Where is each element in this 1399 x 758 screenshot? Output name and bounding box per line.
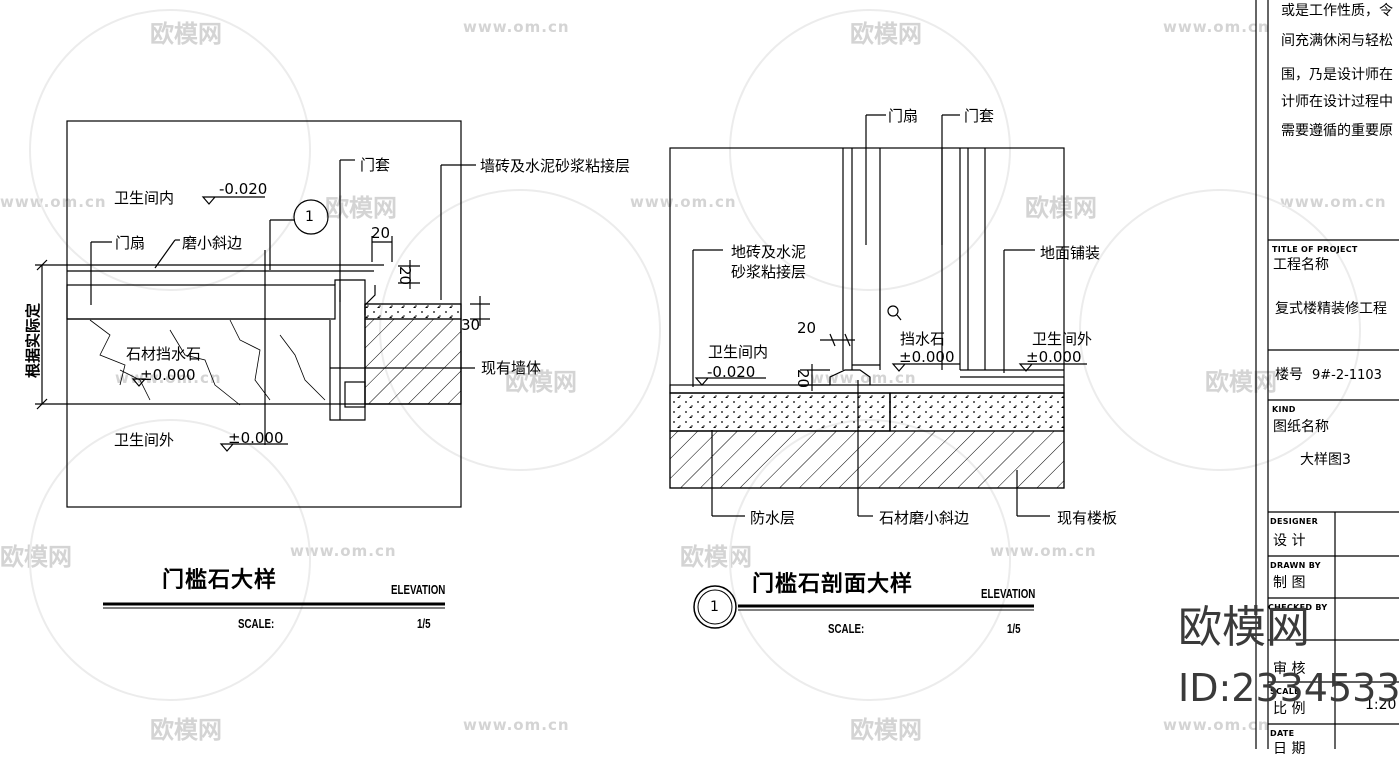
label-bath-outside: 卫生间外 [1032, 330, 1093, 348]
watermark-url: www.om.cn [0, 193, 107, 211]
kind-cn: 图纸名称 [1273, 419, 1329, 435]
label-floor-tile-line2: 砂浆粘接层 [731, 263, 807, 281]
drawn-en: DRAWN BY [1270, 561, 1321, 570]
dim-20: 20 [797, 319, 817, 337]
dim-20-vertical: 20 [794, 369, 812, 389]
label-bevel: 磨小斜边 [182, 234, 243, 252]
note-line-3: 围，乃是设计师在 [1281, 67, 1393, 83]
watermark-brand: 欧模网 [150, 716, 222, 744]
watermark-brand: 欧模网 [325, 194, 397, 222]
watermark-url: www.om.cn [1163, 716, 1270, 734]
watermark-url: www.om.cn [463, 716, 570, 734]
kind-value: 大样图3 [1300, 452, 1351, 468]
label-stone: 挡水石 [900, 330, 946, 348]
label-door-frame: 门套 [360, 156, 391, 174]
level-bath-outside: ±0.000 [228, 429, 284, 447]
checked-en: CHECKED BY [1268, 603, 1328, 612]
approved-cn: 审 核 [1273, 661, 1306, 677]
level-bath-outside: ±0.000 [1026, 348, 1082, 366]
dim-20-vertical: 20 [396, 266, 414, 286]
building-label: 楼号 [1275, 367, 1303, 383]
label-bath-inside: 卫生间内 [114, 189, 175, 207]
scale-value: 1:20 [1365, 697, 1397, 713]
level-bath-inside: -0.020 [707, 363, 756, 381]
watermark-brand: 欧模网 [1025, 194, 1097, 222]
watermark-brand: 欧模网 [850, 716, 922, 744]
drawn-cn: 制 图 [1273, 575, 1306, 591]
watermark-id-text: ID:2334533 [1178, 666, 1399, 710]
left-detail-drawing [35, 120, 490, 609]
right-detail-title: 门槛石剖面大样 [752, 572, 914, 597]
designer-en: DESIGNER [1270, 517, 1319, 526]
label-existing-wall: 现有墙体 [481, 359, 542, 377]
callout-number: 1 [305, 209, 314, 225]
level-bath-inside: -0.020 [219, 180, 268, 198]
watermark-brand: 欧模网 [680, 543, 752, 571]
watermark-brand: 欧模网 [1205, 368, 1277, 396]
watermark-url: www.om.cn [630, 193, 737, 211]
date-en: DATE [1270, 729, 1295, 738]
scale-cn: 比 例 [1273, 701, 1306, 717]
project-name: 复式楼精装修工程 [1275, 301, 1387, 317]
date-cn: 日 期 [1273, 741, 1306, 757]
watermark-url: www.om.cn [463, 18, 570, 36]
label-bath-outside: 卫生间外 [114, 431, 175, 449]
left-scale-value: 1/5 [417, 616, 431, 631]
project-title-cn: 工程名称 [1273, 257, 1329, 273]
label-stone: 石材挡水石 [126, 345, 202, 363]
label-door-leaf: 门扇 [888, 107, 919, 125]
label-floor-tile-line1: 地砖及水泥 [731, 243, 807, 261]
left-detail-tag: ELEVATION [391, 582, 446, 597]
watermark-url: www.om.cn [290, 542, 397, 560]
building-value: 9#-2-1103 [1312, 368, 1382, 383]
label-existing-slab: 现有楼板 [1057, 509, 1118, 527]
label-door-frame: 门套 [964, 107, 995, 125]
note-line-2: 间充满休闲与轻松 [1281, 33, 1393, 49]
designer-cn: 设 计 [1273, 533, 1306, 549]
label-waterproof: 防水层 [750, 509, 796, 527]
label-wall-tile: 墙砖及水泥砂浆粘接层 [480, 157, 631, 175]
watermark-logo-text: 欧模网 [1178, 602, 1310, 653]
label-door-leaf: 门扇 [115, 234, 146, 252]
right-callout-number: 1 [710, 599, 719, 615]
right-scale-label: SCALE: [828, 621, 865, 636]
label-floor-finish: 地面铺装 [1040, 244, 1101, 262]
title-block-frame [1255, 0, 1399, 749]
left-detail-title: 门槛石大样 [162, 568, 278, 593]
watermark-url: www.om.cn [990, 542, 1097, 560]
label-bath-inside: 卫生间内 [708, 343, 769, 361]
level-stone: ±0.000 [140, 366, 196, 384]
note-line-1: 或是工作性质，令 [1281, 3, 1393, 19]
watermark-brand: 欧模网 [850, 20, 922, 48]
kind-en: KIND [1272, 405, 1296, 414]
dim-30: 30 [461, 316, 481, 334]
right-scale-value: 1/5 [1007, 621, 1021, 636]
left-scale-label: SCALE: [238, 616, 275, 631]
watermark-brand: 欧模网 [0, 543, 72, 571]
label-bevel: 石材磨小斜边 [879, 509, 970, 527]
project-title-en: TITLE OF PROJECT [1272, 245, 1358, 254]
note-line-5: 需要遵循的重要原 [1281, 123, 1393, 139]
label-side-note: 根据实际定 [24, 302, 42, 378]
note-line-4: 计师在设计过程中 [1281, 94, 1393, 110]
watermark-url: www.om.cn [1163, 18, 1270, 36]
watermark-brand: 欧模网 [505, 368, 577, 396]
watermark-arcs [29, 9, 1361, 701]
scale-en: SCALE [1270, 687, 1300, 696]
watermark-url: www.om.cn [1280, 193, 1387, 211]
right-detail-drawing [669, 114, 1087, 629]
right-detail-tag: ELEVATION [981, 586, 1036, 601]
dim-20: 20 [371, 224, 391, 242]
watermark-brand: 欧模网 [150, 20, 222, 48]
level-stone: ±0.000 [899, 348, 955, 366]
